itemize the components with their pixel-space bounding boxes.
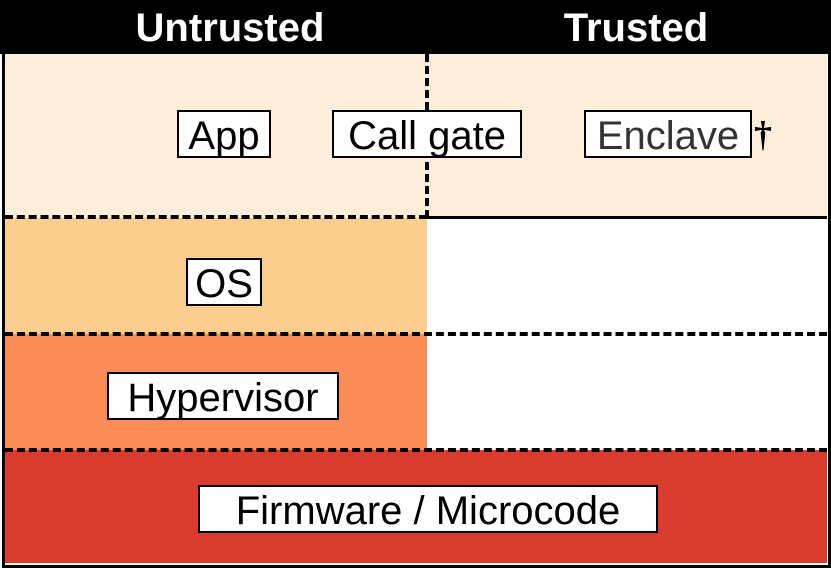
untrusted-column-title: Untrusted	[135, 6, 325, 50]
os-label: OS	[186, 258, 262, 306]
app-label: App	[177, 110, 271, 158]
enclave-label: Enclave	[584, 110, 752, 158]
trusted-column-title: Trusted	[563, 6, 709, 50]
os-trusted-empty-region	[427, 218, 827, 334]
hypervisor-trusted-empty-region	[427, 334, 827, 450]
os-hypervisor-divider	[5, 332, 827, 336]
hypervisor-label: Hypervisor	[107, 372, 339, 420]
call-gate-label: Call gate	[332, 110, 522, 158]
enclave-dagger-marker: †	[754, 114, 772, 154]
enclave-bottom-divider	[427, 216, 827, 219]
firmware-microcode-label: Firmware / Microcode	[198, 485, 658, 533]
hypervisor-firmware-divider	[5, 448, 827, 452]
column-header-bar: Untrusted Trusted	[0, 0, 831, 54]
app-os-divider	[5, 215, 427, 219]
